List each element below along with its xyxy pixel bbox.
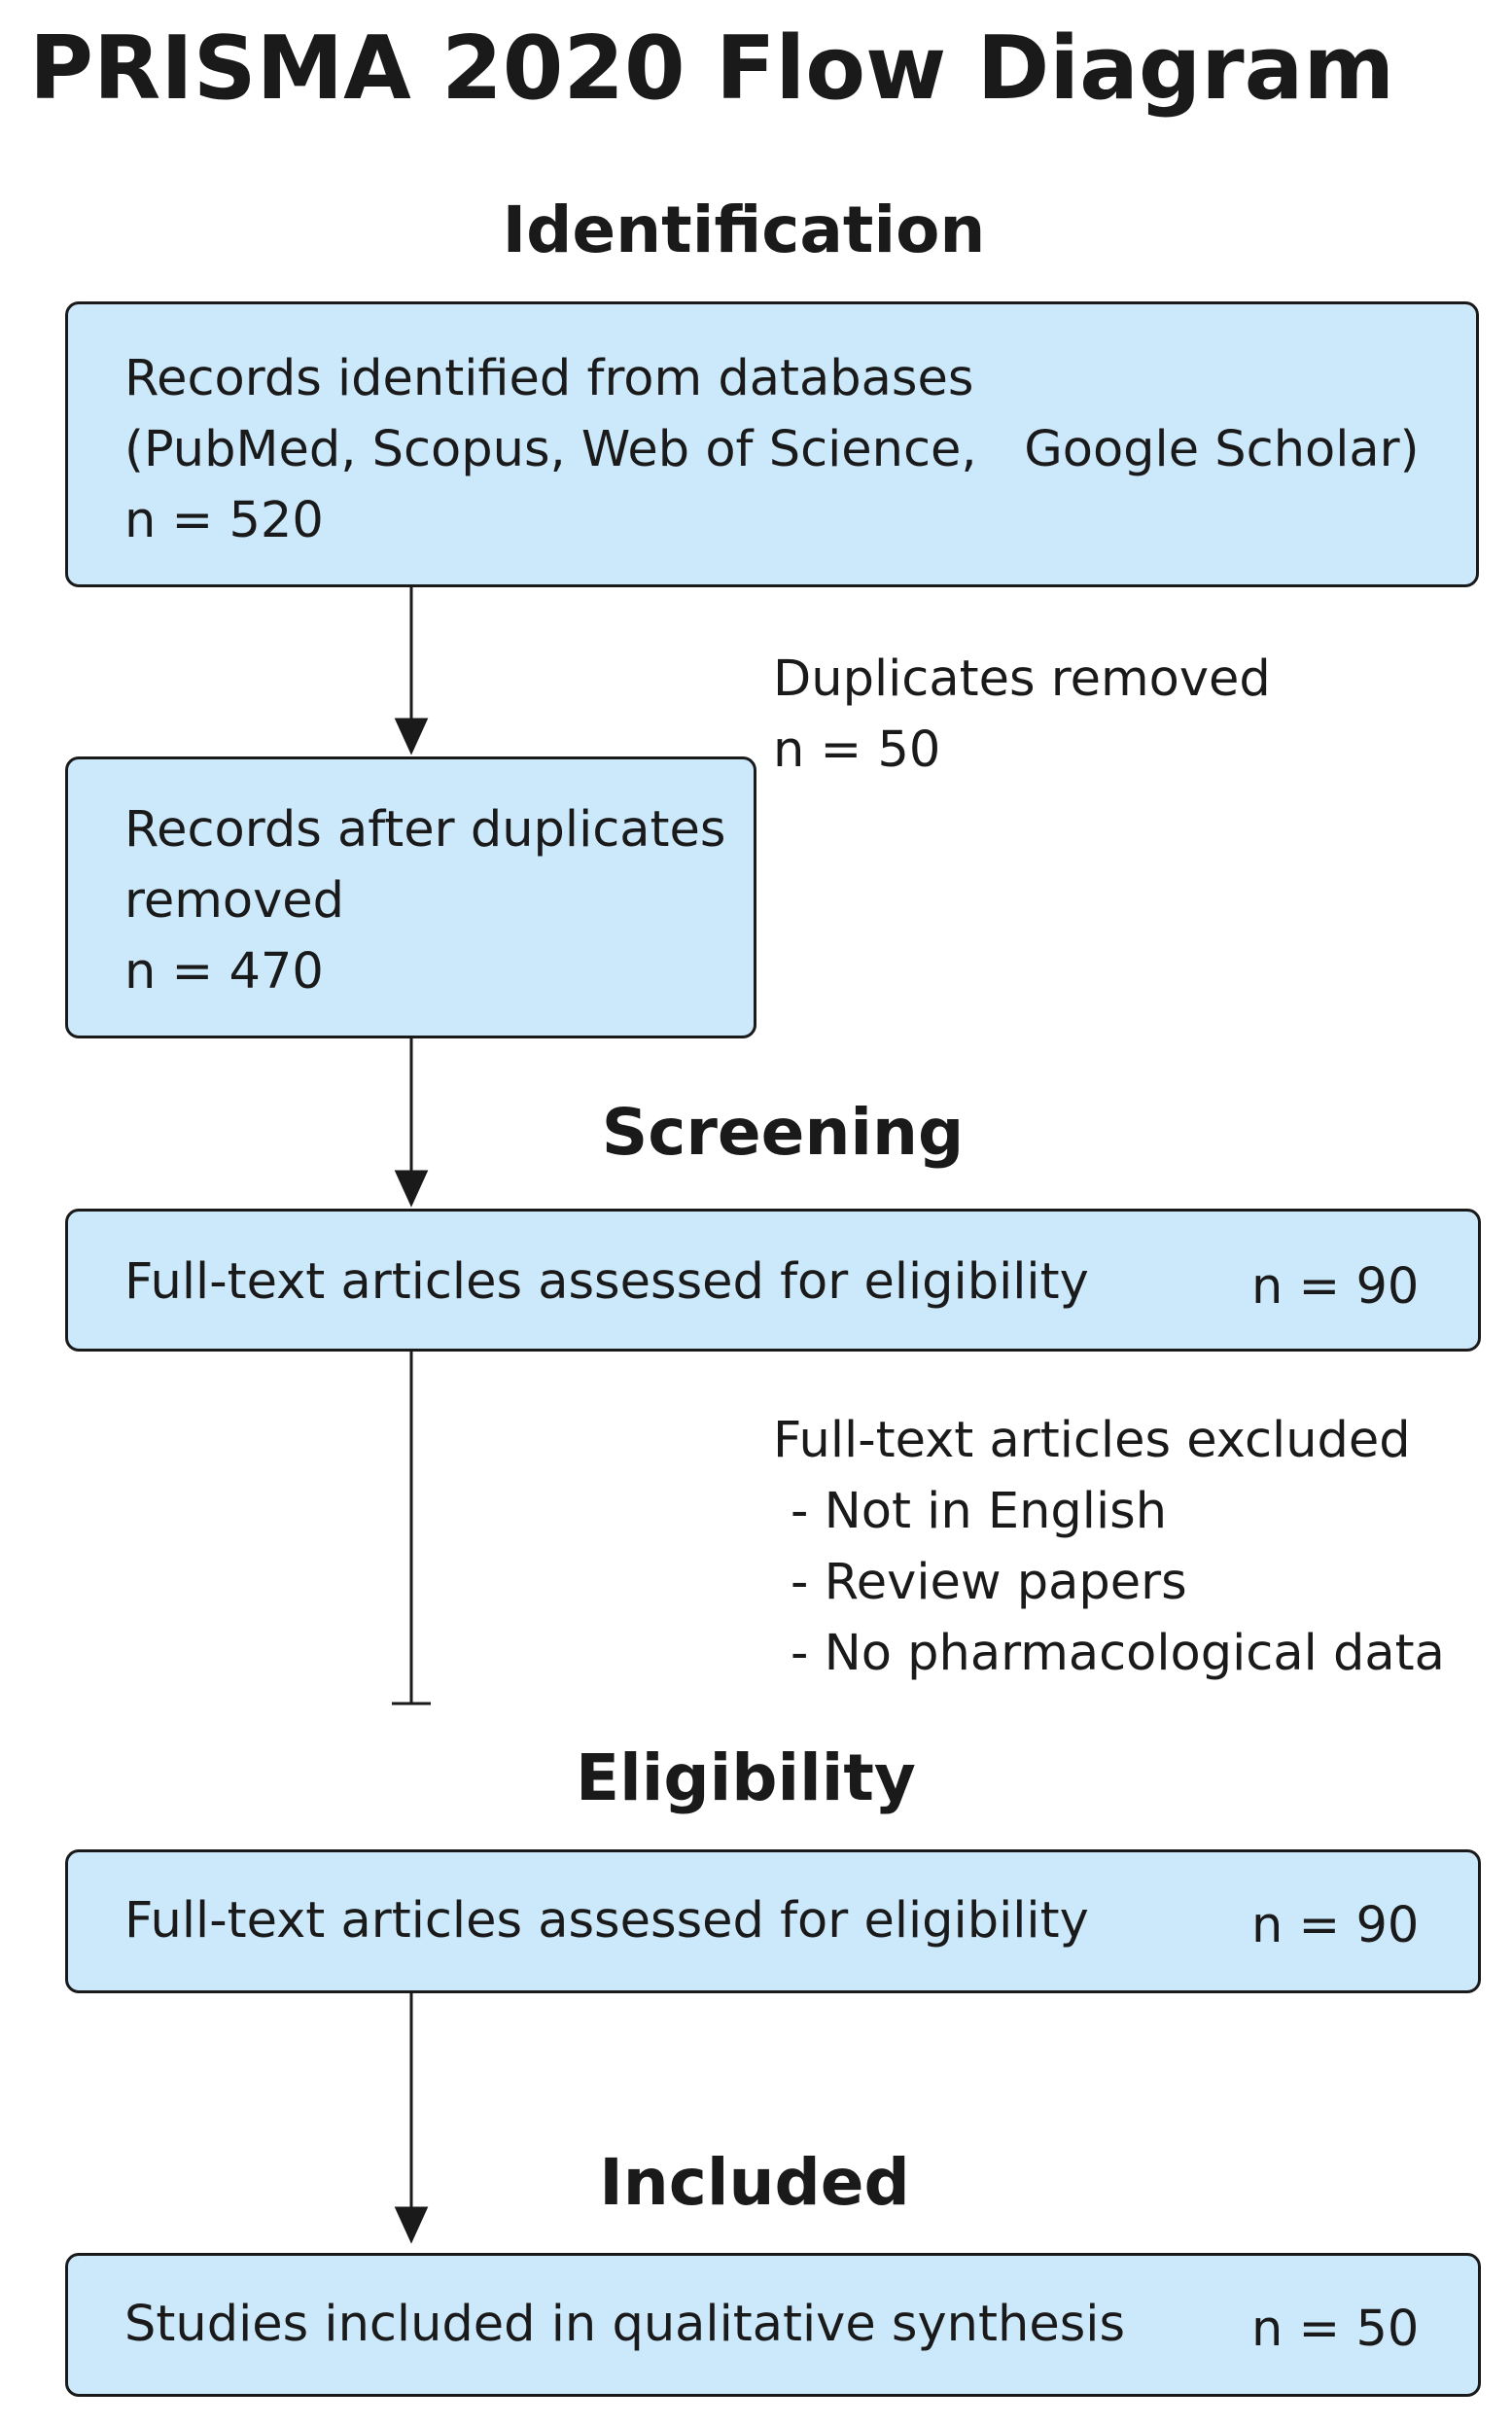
reason-item: - No pharmacological data	[791, 1625, 1445, 1682]
box-fulltext-screening: Full-text articles assessed for eligibil…	[65, 1209, 1481, 1352]
line-1: Records after duplicates	[124, 801, 726, 859]
box-count: n = 90	[1251, 1258, 1420, 1316]
arrowhead-icon	[394, 1170, 429, 1208]
box-count: n = 90	[1251, 1897, 1420, 1954]
box-studies-included: Studies included in qualitative synthesi…	[65, 2253, 1481, 2397]
note-fulltext-excluded: Full-text articles excluded - Not in Engl…	[773, 1405, 1445, 1689]
section-screening: Screening	[601, 1095, 965, 1170]
count: n = 470	[124, 943, 324, 1001]
box-records-after-duplicates: Records after duplicates removed n = 470	[65, 756, 756, 1038]
box-records-after-duplicates-text: Records after duplicates removed n = 470	[124, 794, 726, 1007]
box-records-identified: Records identified from databases (PubMed…	[65, 301, 1479, 587]
section-included: Included	[599, 2145, 910, 2220]
box-label: Studies included in qualitative synthesi…	[124, 2296, 1126, 2353]
line-2: (PubMed, Scopus, Web of Science, Google …	[124, 421, 1420, 478]
note-count: n = 50	[773, 721, 941, 779]
reason-item: - Review papers	[791, 1554, 1187, 1611]
note-label: Full-text articles excluded	[773, 1412, 1411, 1469]
box-records-identified-text: Records identified from databases (PubMed…	[124, 343, 1420, 556]
section-eligibility: Eligibility	[576, 1740, 916, 1815]
count: n = 520	[124, 492, 324, 549]
line-1: Records identified from databases	[124, 350, 974, 407]
box-label: Full-text articles assessed for eligibil…	[124, 1892, 1089, 1950]
box-count: n = 50	[1251, 2301, 1420, 2358]
box-label: Full-text articles assessed for eligibil…	[124, 1253, 1089, 1311]
arrowhead-icon	[394, 718, 429, 756]
line-2: removed	[124, 872, 345, 930]
note-duplicates-removed: Duplicates removed n = 50	[773, 644, 1271, 786]
note-label: Duplicates removed	[773, 650, 1271, 708]
section-identification: Identification	[502, 193, 986, 267]
arrowhead-icon	[394, 2206, 429, 2244]
box-fulltext-eligibility: Full-text articles assessed for eligibil…	[65, 1849, 1481, 1993]
page-title: PRISMA 2020 Flow Diagram	[29, 18, 1395, 120]
reason-item: - Not in English	[791, 1483, 1168, 1540]
